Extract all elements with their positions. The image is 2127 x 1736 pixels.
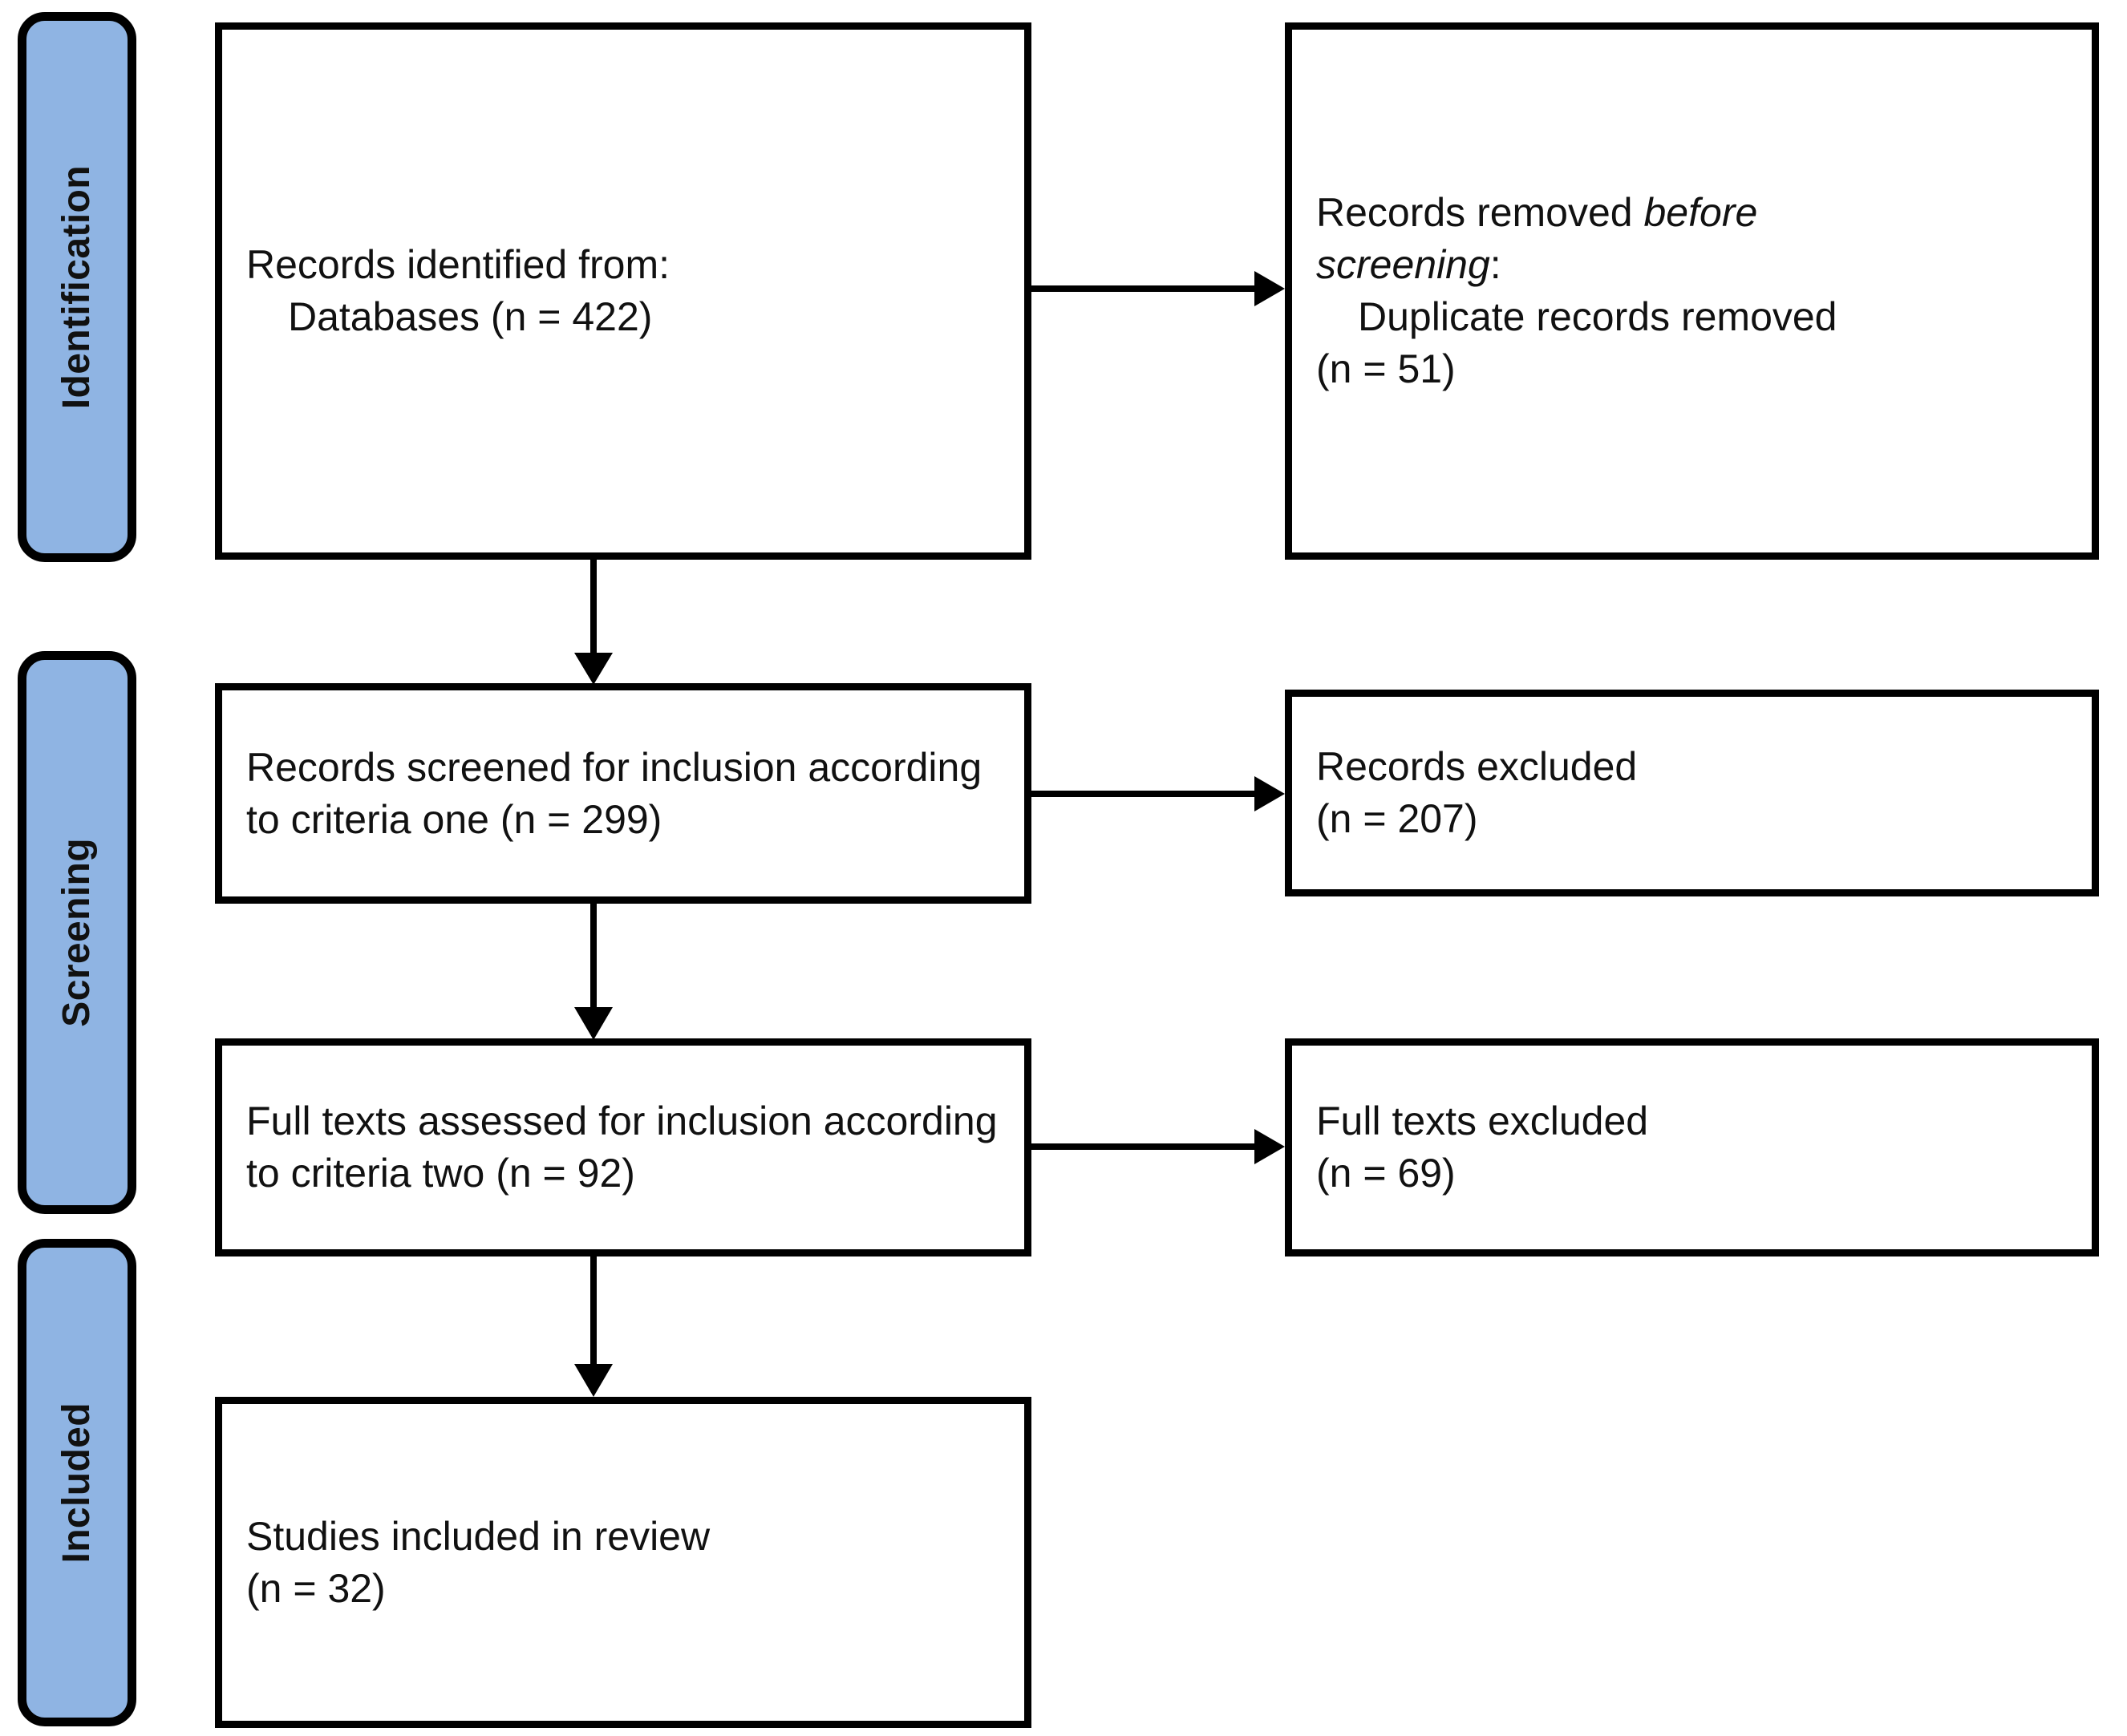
arrow-full-texts-to-excluded xyxy=(1031,1123,1288,1171)
box-full-texts-excluded: Full texts excluded (n = 69) xyxy=(1285,1038,2099,1256)
records-removed-line4: (n = 51) xyxy=(1316,346,1456,391)
arrow-full-texts-to-included xyxy=(561,1255,626,1399)
arrow-identified-to-removed xyxy=(1031,265,1288,313)
full-texts-excluded-line2: (n = 69) xyxy=(1316,1151,1456,1196)
arrow-screened-to-excluded xyxy=(1031,770,1288,818)
records-identified-line2: Databases (n = 422) xyxy=(288,294,653,339)
arrow-screened-to-full-texts xyxy=(561,902,626,1042)
box-studies-included-text: Studies included in review (n = 32) xyxy=(222,1511,1024,1615)
box-records-excluded: Records excluded (n = 207) xyxy=(1285,690,2099,896)
box-records-identified-text: Records identified from: Databases (n = … xyxy=(222,239,1024,343)
box-records-screened: Records screened for inclusion according… xyxy=(215,683,1031,904)
records-identified-line1: Records identified from: xyxy=(246,242,671,287)
studies-included-line1: Studies included in review xyxy=(246,1513,711,1559)
box-records-removed-text: Records removed before screening: Duplic… xyxy=(1292,187,2092,395)
stage-bar-identification: Identification xyxy=(18,12,136,562)
box-records-removed: Records removed before screening: Duplic… xyxy=(1285,22,2099,560)
box-records-identified: Records identified from: Databases (n = … xyxy=(215,22,1031,560)
stage-bar-screening: Screening xyxy=(18,651,136,1214)
box-records-excluded-text: Records excluded (n = 207) xyxy=(1292,741,2092,845)
stage-label-identification: Identification xyxy=(55,164,98,410)
box-records-screened-text: Records screened for inclusion according… xyxy=(246,744,982,842)
records-removed-line1-italic: before xyxy=(1643,190,1758,235)
records-excluded-line2: (n = 207) xyxy=(1316,796,1478,841)
box-full-texts-assessed-text: Full texts assessed for inclusion accord… xyxy=(246,1099,998,1196)
records-excluded-line1: Records excluded xyxy=(1316,744,1638,789)
stage-label-screening: Screening xyxy=(55,838,98,1027)
box-full-texts-excluded-text: Full texts excluded (n = 69) xyxy=(1292,1095,2092,1200)
arrow-identified-to-screened xyxy=(561,558,626,686)
records-removed-line2-plain: : xyxy=(1489,242,1501,287)
records-removed-line3: Duplicate records removed xyxy=(1358,294,1837,339)
studies-included-line2: (n = 32) xyxy=(246,1565,386,1611)
full-texts-excluded-line1: Full texts excluded xyxy=(1316,1099,1649,1143)
box-studies-included: Studies included in review (n = 32) xyxy=(215,1397,1031,1728)
stage-label-included: Included xyxy=(55,1402,98,1564)
box-full-texts-assessed: Full texts assessed for inclusion accord… xyxy=(215,1038,1031,1256)
stage-bar-included: Included xyxy=(18,1239,136,1726)
records-removed-line1-plain: Records removed xyxy=(1316,190,1644,235)
records-removed-line2-italic: screening xyxy=(1316,242,1490,287)
